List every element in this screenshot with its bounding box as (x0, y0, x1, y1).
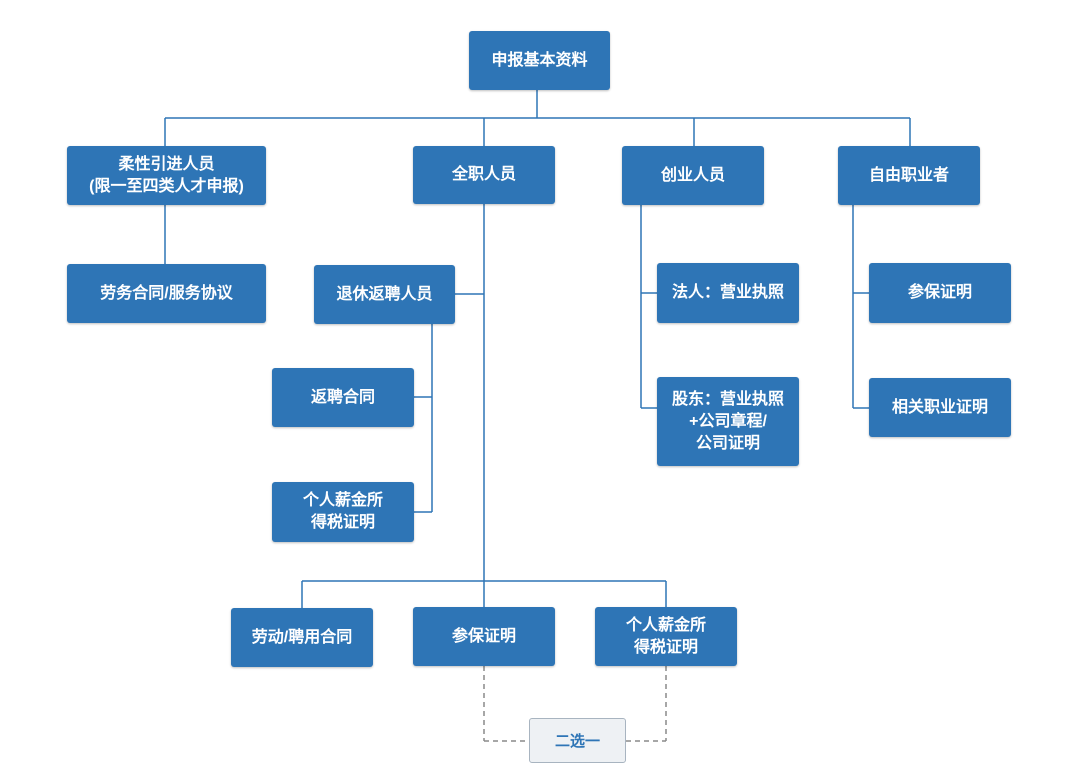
fulltime-labor-contract-label: 劳动/聘用合同 (251, 628, 353, 646)
fulltime-labor-contract: 劳动/聘用合同 (231, 608, 373, 667)
entrepreneur-legal-person-label: 法人：营业执照 (671, 284, 784, 301)
category-freelancer-label: 自由职业者 (868, 166, 949, 184)
retiree-income-tax: 个人薪金所 得税证明 (272, 482, 414, 542)
category-fulltime: 全职人员 (413, 146, 555, 204)
flexible-labor-contract-label: 劳务合同/服务协议 (100, 284, 233, 302)
fulltime-income-tax-label: 个人薪金所 得税证明 (625, 616, 706, 656)
root-node: 申报基本资料 (469, 31, 610, 90)
freelancer-occupation-cert-label: 相关职业证明 (891, 398, 988, 416)
choose-one-tag: 二选一 (529, 718, 626, 763)
entrepreneur-shareholder-label: 股东：营业执照 +公司章程/ 公司证明 (671, 390, 784, 452)
category-entrepreneur-label: 创业人员 (660, 166, 725, 184)
entrepreneur-legal-person: 法人：营业执照 (657, 263, 799, 323)
retiree-label: 退休返聘人员 (336, 285, 433, 303)
fulltime-income-tax: 个人薪金所 得税证明 (595, 607, 737, 666)
category-flexible: 柔性引进人员 (限一至四类人才申报) (67, 146, 266, 205)
entrepreneur-shareholder: 股东：营业执照 +公司章程/ 公司证明 (657, 377, 799, 466)
category-entrepreneur: 创业人员 (622, 146, 764, 205)
freelancer-insurance: 参保证明 (869, 263, 1011, 323)
retiree-rehire-contract-label: 返聘合同 (310, 388, 375, 406)
retiree-income-tax-label: 个人薪金所 得税证明 (302, 492, 383, 531)
retiree-rehire-contract: 返聘合同 (272, 368, 414, 427)
fulltime-insurance: 参保证明 (413, 607, 555, 666)
category-flexible-label: 柔性引进人员 (限一至四类人才申报) (89, 155, 244, 195)
freelancer-insurance-label: 参保证明 (907, 284, 972, 301)
choose-one-label: 二选一 (554, 733, 600, 750)
root-label: 申报基本资料 (491, 51, 588, 69)
retiree-node: 退休返聘人员 (314, 265, 455, 324)
freelancer-occupation-cert: 相关职业证明 (869, 378, 1011, 437)
category-freelancer: 自由职业者 (838, 146, 980, 205)
flexible-labor-contract: 劳务合同/服务协议 (67, 264, 266, 323)
fulltime-insurance-label: 参保证明 (451, 627, 516, 645)
category-fulltime-label: 全职人员 (451, 166, 516, 183)
